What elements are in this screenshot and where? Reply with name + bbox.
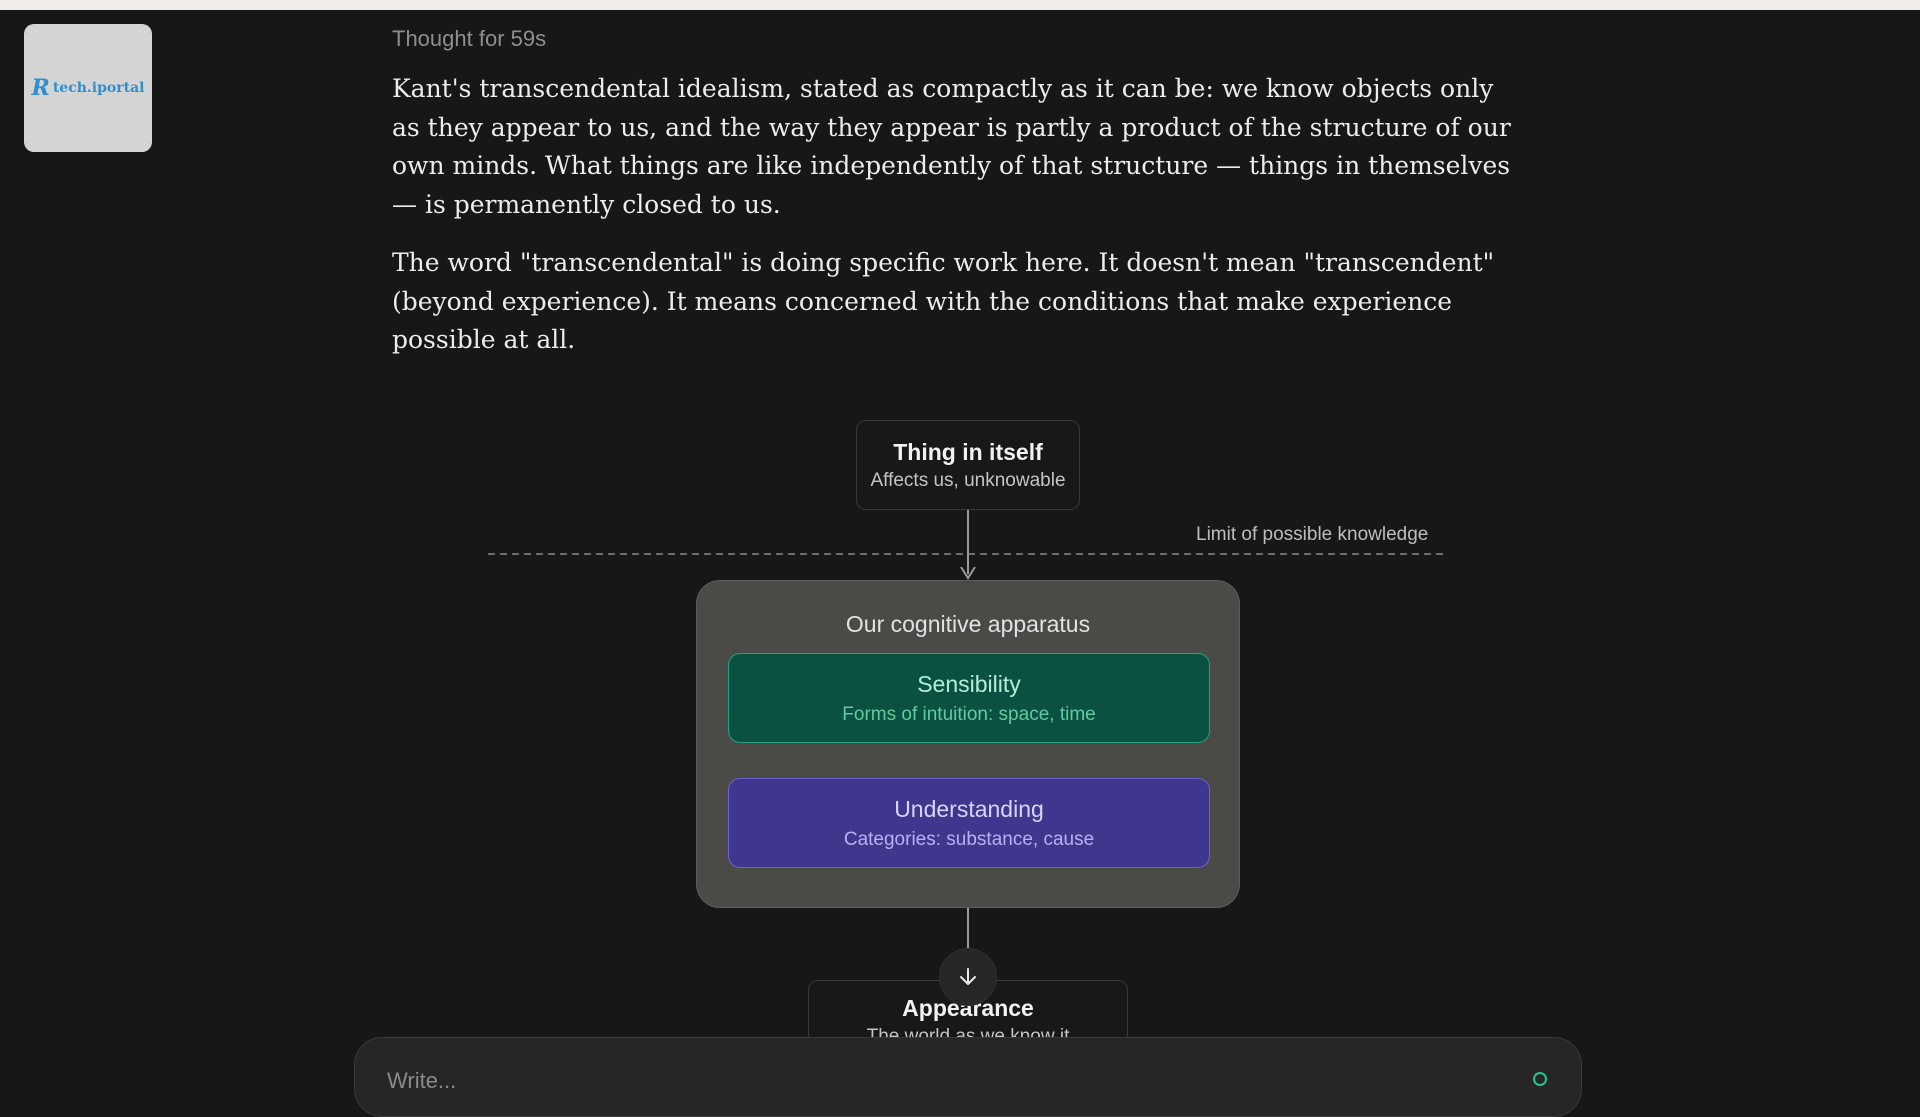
thought-duration-label[interactable]: Thought for 59s <box>392 26 547 51</box>
apparatus-title: Our cognitive apparatus <box>845 611 1091 637</box>
logo-icon[interactable]: R tech.iportal <box>24 24 152 152</box>
logo-text: tech.iportal <box>52 80 145 96</box>
message-paragraph: The word "transcendental" is doing speci… <box>392 248 1495 354</box>
thing-title: Thing in itself <box>893 438 1043 465</box>
assistant-message: Kant's transcendental idealism, stated a… <box>392 70 1522 380</box>
thing-subtitle: Affects us, unknowable <box>870 469 1066 491</box>
logo-mark: R <box>31 75 50 101</box>
understanding-title: Understanding <box>894 795 1044 822</box>
scroll-to-bottom-button[interactable] <box>939 948 997 1006</box>
thing-in-itself-node: Thing in itself Affects us, unknowable <box>856 420 1080 510</box>
message-input[interactable] <box>387 1066 1487 1096</box>
top-bar <box>0 0 1920 10</box>
sensibility-subtitle: Forms of intuition: space, time <box>842 703 1096 725</box>
diagram-connectors <box>488 510 1444 975</box>
arrowhead-thing <box>960 566 976 580</box>
kant-diagram: Thing in itself Affects us, unknowable L… <box>488 420 1444 1080</box>
message-composer[interactable] <box>354 1037 1582 1117</box>
sensibility-title: Sensibility <box>917 670 1021 697</box>
limit-label: Limit of possible knowledge <box>1196 524 1429 545</box>
status-icon <box>1533 1072 1547 1086</box>
cognitive-apparatus-box: Our cognitive apparatus Sensibility Form… <box>696 580 1240 908</box>
understanding-node: Understanding Categories: substance, cau… <box>728 778 1210 868</box>
sensibility-node: Sensibility Forms of intuition: space, t… <box>728 653 1210 743</box>
message-paragraph: Kant's transcendental idealism, stated a… <box>392 74 1511 219</box>
understanding-subtitle: Categories: substance, cause <box>843 828 1095 850</box>
arrow-down-icon <box>960 968 976 985</box>
